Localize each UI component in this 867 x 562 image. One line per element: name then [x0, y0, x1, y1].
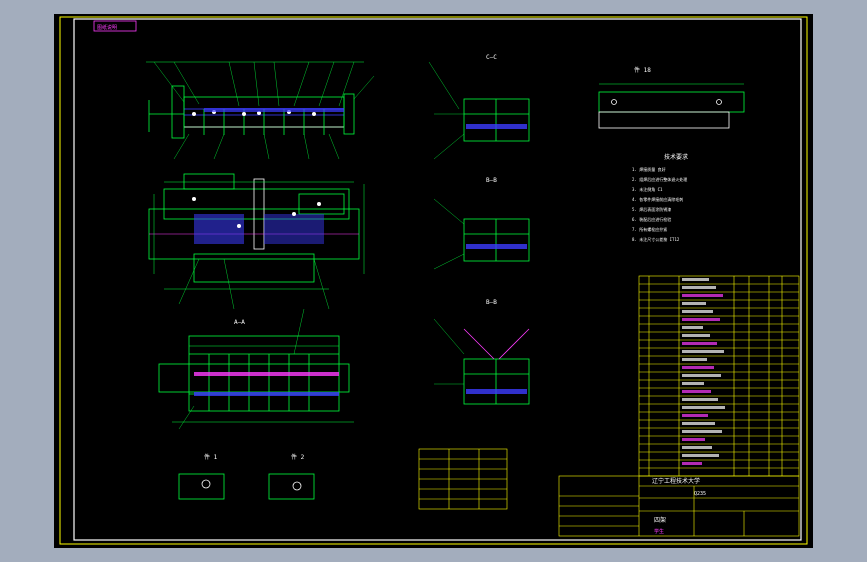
- svg-text:2. 组焊后应进行整体退火处理: 2. 组焊后应进行整体退火处理: [632, 176, 687, 182]
- bom-text-mark: [682, 358, 707, 361]
- bom-text-mark: [682, 294, 723, 297]
- svg-text:8. 未注尺寸公差按 IT12: 8. 未注尺寸公差按 IT12: [632, 236, 680, 242]
- view-label-b2: B—B: [486, 299, 497, 306]
- outer-frame: [59, 16, 808, 545]
- bom-text-mark: [682, 342, 717, 345]
- bom-text-mark: [682, 286, 716, 289]
- tag-label: 图纸说明: [97, 24, 117, 31]
- plan-view: [148, 173, 365, 310]
- detail-label-2: 件 2: [291, 453, 305, 461]
- parts-table-small: [418, 448, 508, 510]
- title-school: 辽宁工程技术大学: [652, 477, 700, 485]
- svg-text:5. 焊后表面涂防锈漆: 5. 焊后表面涂防锈漆: [632, 206, 671, 212]
- bom-text-mark: [682, 318, 720, 321]
- svg-text:7. 所有螺栓应拧紧: 7. 所有螺栓应拧紧: [632, 226, 667, 232]
- title-block: [558, 475, 800, 537]
- section-b-view: [433, 198, 530, 270]
- tech-req-title: 技术要求: [664, 153, 688, 161]
- section-c-view: [428, 61, 530, 160]
- bom-text-mark: [682, 382, 704, 385]
- title-drawing-name: 四架: [654, 516, 666, 524]
- part-label: 件 18: [634, 66, 651, 74]
- bom-text-mark: [682, 422, 715, 425]
- section-a-view: [158, 308, 354, 430]
- section-b2-view: [433, 318, 530, 405]
- tag-box: [93, 20, 137, 32]
- bom-text-mark: [682, 406, 725, 409]
- bom-text-mark: [682, 366, 714, 369]
- bom-text-mark: [682, 390, 711, 393]
- drawing-canvas: 图纸说明: [59, 16, 808, 545]
- bom-text-mark: [682, 454, 719, 457]
- bom-text-mark: [682, 278, 709, 281]
- svg-text:6. 装配后应进行检验: 6. 装配后应进行检验: [632, 216, 671, 222]
- bom-text-mark: [682, 302, 706, 305]
- view-label-c: C—C: [486, 54, 497, 61]
- cad-drawing-sheet: 图纸说明: [54, 14, 813, 548]
- bom-text-mark: [682, 334, 710, 337]
- bom-text-mark: [682, 310, 713, 313]
- bom-text-marks: [682, 278, 725, 465]
- title-student: 学生: [654, 528, 664, 535]
- inner-frame: [73, 18, 802, 541]
- bom-text-mark: [682, 326, 703, 329]
- bom-text-mark: [682, 462, 702, 465]
- view-label-b: B—B: [486, 177, 497, 184]
- bom-text-mark: [682, 350, 724, 353]
- detail-views: [178, 473, 315, 500]
- bom-text-mark: [682, 374, 721, 377]
- svg-text:1. 焊接质量 良好: 1. 焊接质量 良好: [632, 166, 666, 172]
- bom-text-mark: [682, 398, 718, 401]
- view-label-a: A—A: [234, 319, 245, 326]
- bom-text-mark: [682, 438, 705, 441]
- bom-rows: [639, 283, 799, 469]
- bom-text-mark: [682, 446, 712, 449]
- tech-req-lines: 1. 焊接质量 良好 2. 组焊后应进行整体退火处理 3. 未注倒角 C1 4.…: [632, 166, 687, 242]
- svg-text:4. 各零件焊接前应清除毛刺: 4. 各零件焊接前应清除毛刺: [632, 196, 683, 202]
- bom-text-mark: [682, 414, 708, 417]
- title-material: Q235: [694, 491, 706, 497]
- svg-text:3. 未注倒角 C1: 3. 未注倒角 C1: [632, 186, 663, 192]
- detail-label-1: 件 1: [204, 453, 218, 461]
- bom-text-mark: [682, 430, 722, 433]
- part-view: [598, 83, 745, 129]
